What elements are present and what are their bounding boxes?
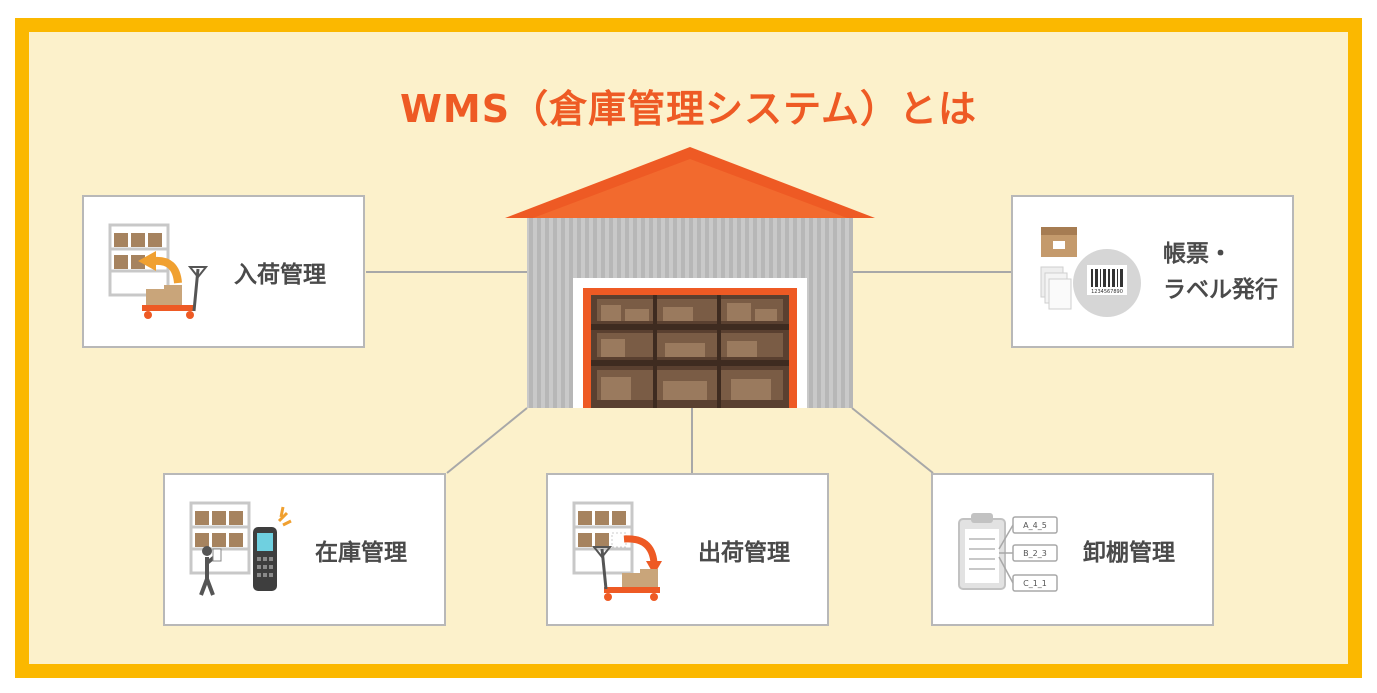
node-label: 入荷管理 <box>234 261 326 288</box>
node-shipping: 出荷管理 <box>546 473 829 626</box>
warehouse-icon <box>505 147 875 408</box>
connector-stocktake <box>851 407 934 474</box>
node-label: 帳票・ ラベル発行 <box>1163 197 1278 346</box>
node-label: 卸棚管理 <box>1083 539 1175 566</box>
location-tag-2: B_2_3 <box>1023 549 1047 558</box>
node-label: 出荷管理 <box>698 539 790 566</box>
connector-inventory <box>446 407 528 474</box>
pallet-jack-receiving-icon <box>108 223 209 319</box>
node-receiving: 入荷管理 <box>82 195 365 348</box>
barcode-number: 1234567890 <box>1091 289 1123 295</box>
pallet-jack-shipping-icon <box>572 501 662 601</box>
page-title: WMS（倉庫管理システム）とは <box>400 87 977 131</box>
node-label: 在庫管理 <box>315 539 407 566</box>
handheld-scanner-icon <box>189 501 292 596</box>
node-documents: 1234567890 帳票・ ラベル発行 <box>1011 195 1294 348</box>
node-stocktake: A_4_5 B_2_3 C_1_1 卸棚管理 <box>931 473 1214 626</box>
node-inventory: 在庫管理 <box>163 473 446 626</box>
node-label-line2: ラベル発行 <box>1163 276 1278 303</box>
barcode-label-icon: 1234567890 <box>1040 227 1141 317</box>
location-tag-3: C_1_1 <box>1023 579 1047 588</box>
clipboard-checklist-icon: A_4_5 B_2_3 C_1_1 <box>958 513 1058 592</box>
node-label-line1: 帳票・ <box>1163 240 1232 267</box>
location-tag-1: A_4_5 <box>1023 521 1047 530</box>
